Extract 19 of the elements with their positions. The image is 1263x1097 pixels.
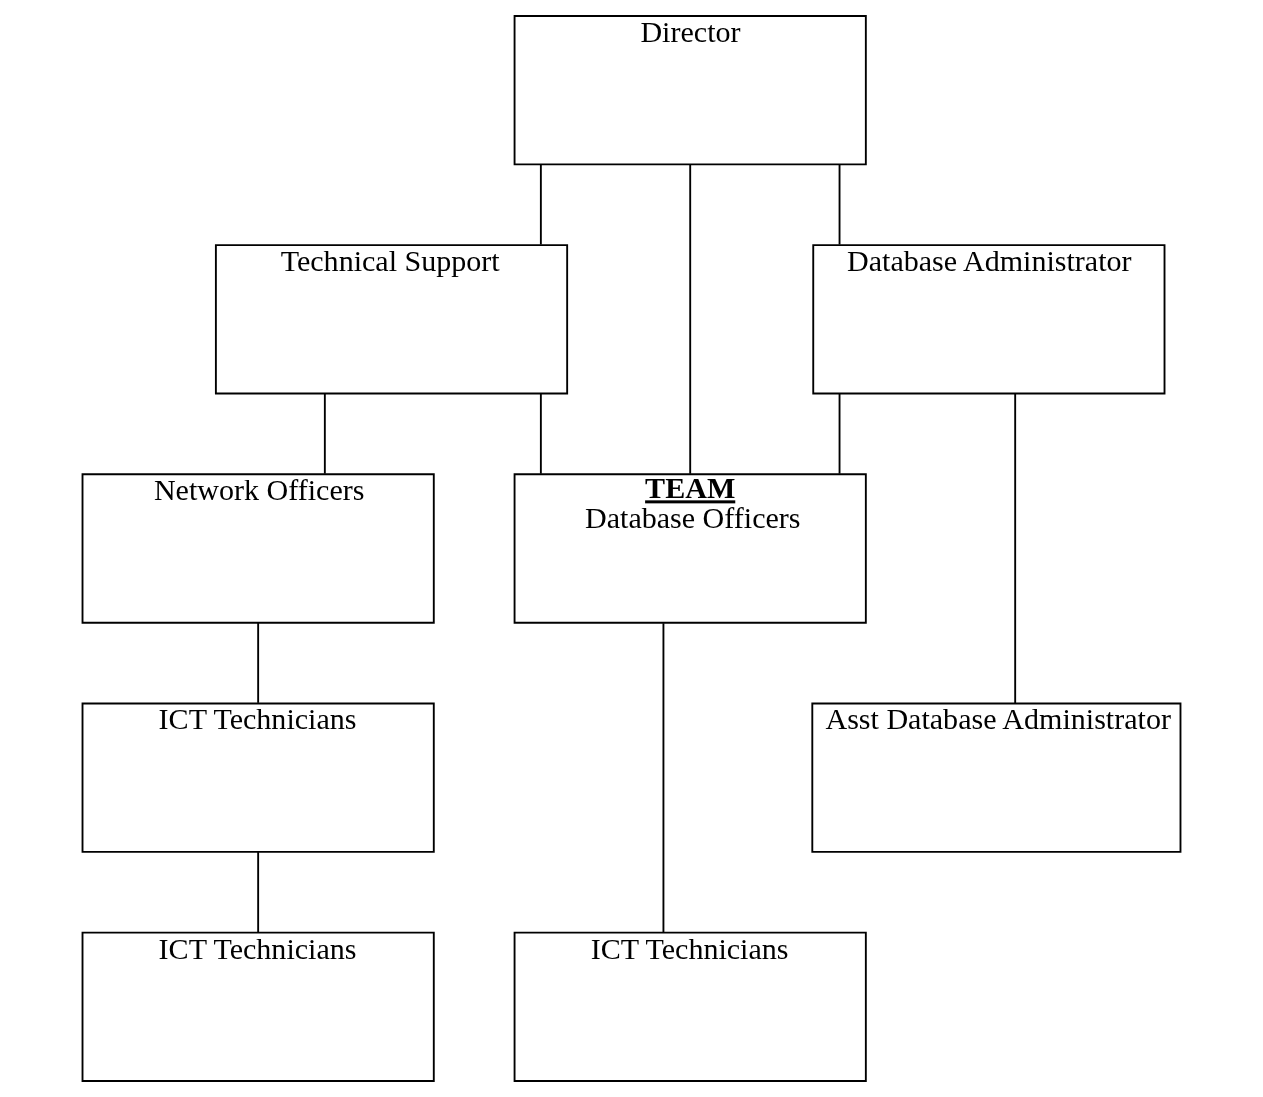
- connector: [257, 851, 260, 933]
- connector: [257, 621, 260, 704]
- node-box: Asst Database Administrator: [811, 702, 1182, 853]
- node-box: Database Administrator: [812, 244, 1166, 395]
- connector: [689, 163, 692, 475]
- node-box: ICT Technicians: [513, 931, 867, 1082]
- node-box: ICT Technicians: [81, 702, 435, 853]
- connector: [838, 163, 841, 246]
- connector: [539, 392, 542, 475]
- node-box: Director: [513, 15, 867, 166]
- connector: [539, 163, 542, 246]
- node-box: ICT Technicians: [81, 931, 435, 1082]
- connector: [662, 622, 665, 934]
- node-box: Technical Support: [214, 244, 569, 395]
- node-box: TEAM Database Officers: [513, 473, 867, 624]
- node-box: Network Officers: [81, 473, 435, 624]
- connector: [838, 392, 841, 475]
- connector: [323, 392, 326, 475]
- connector: [1014, 393, 1017, 704]
